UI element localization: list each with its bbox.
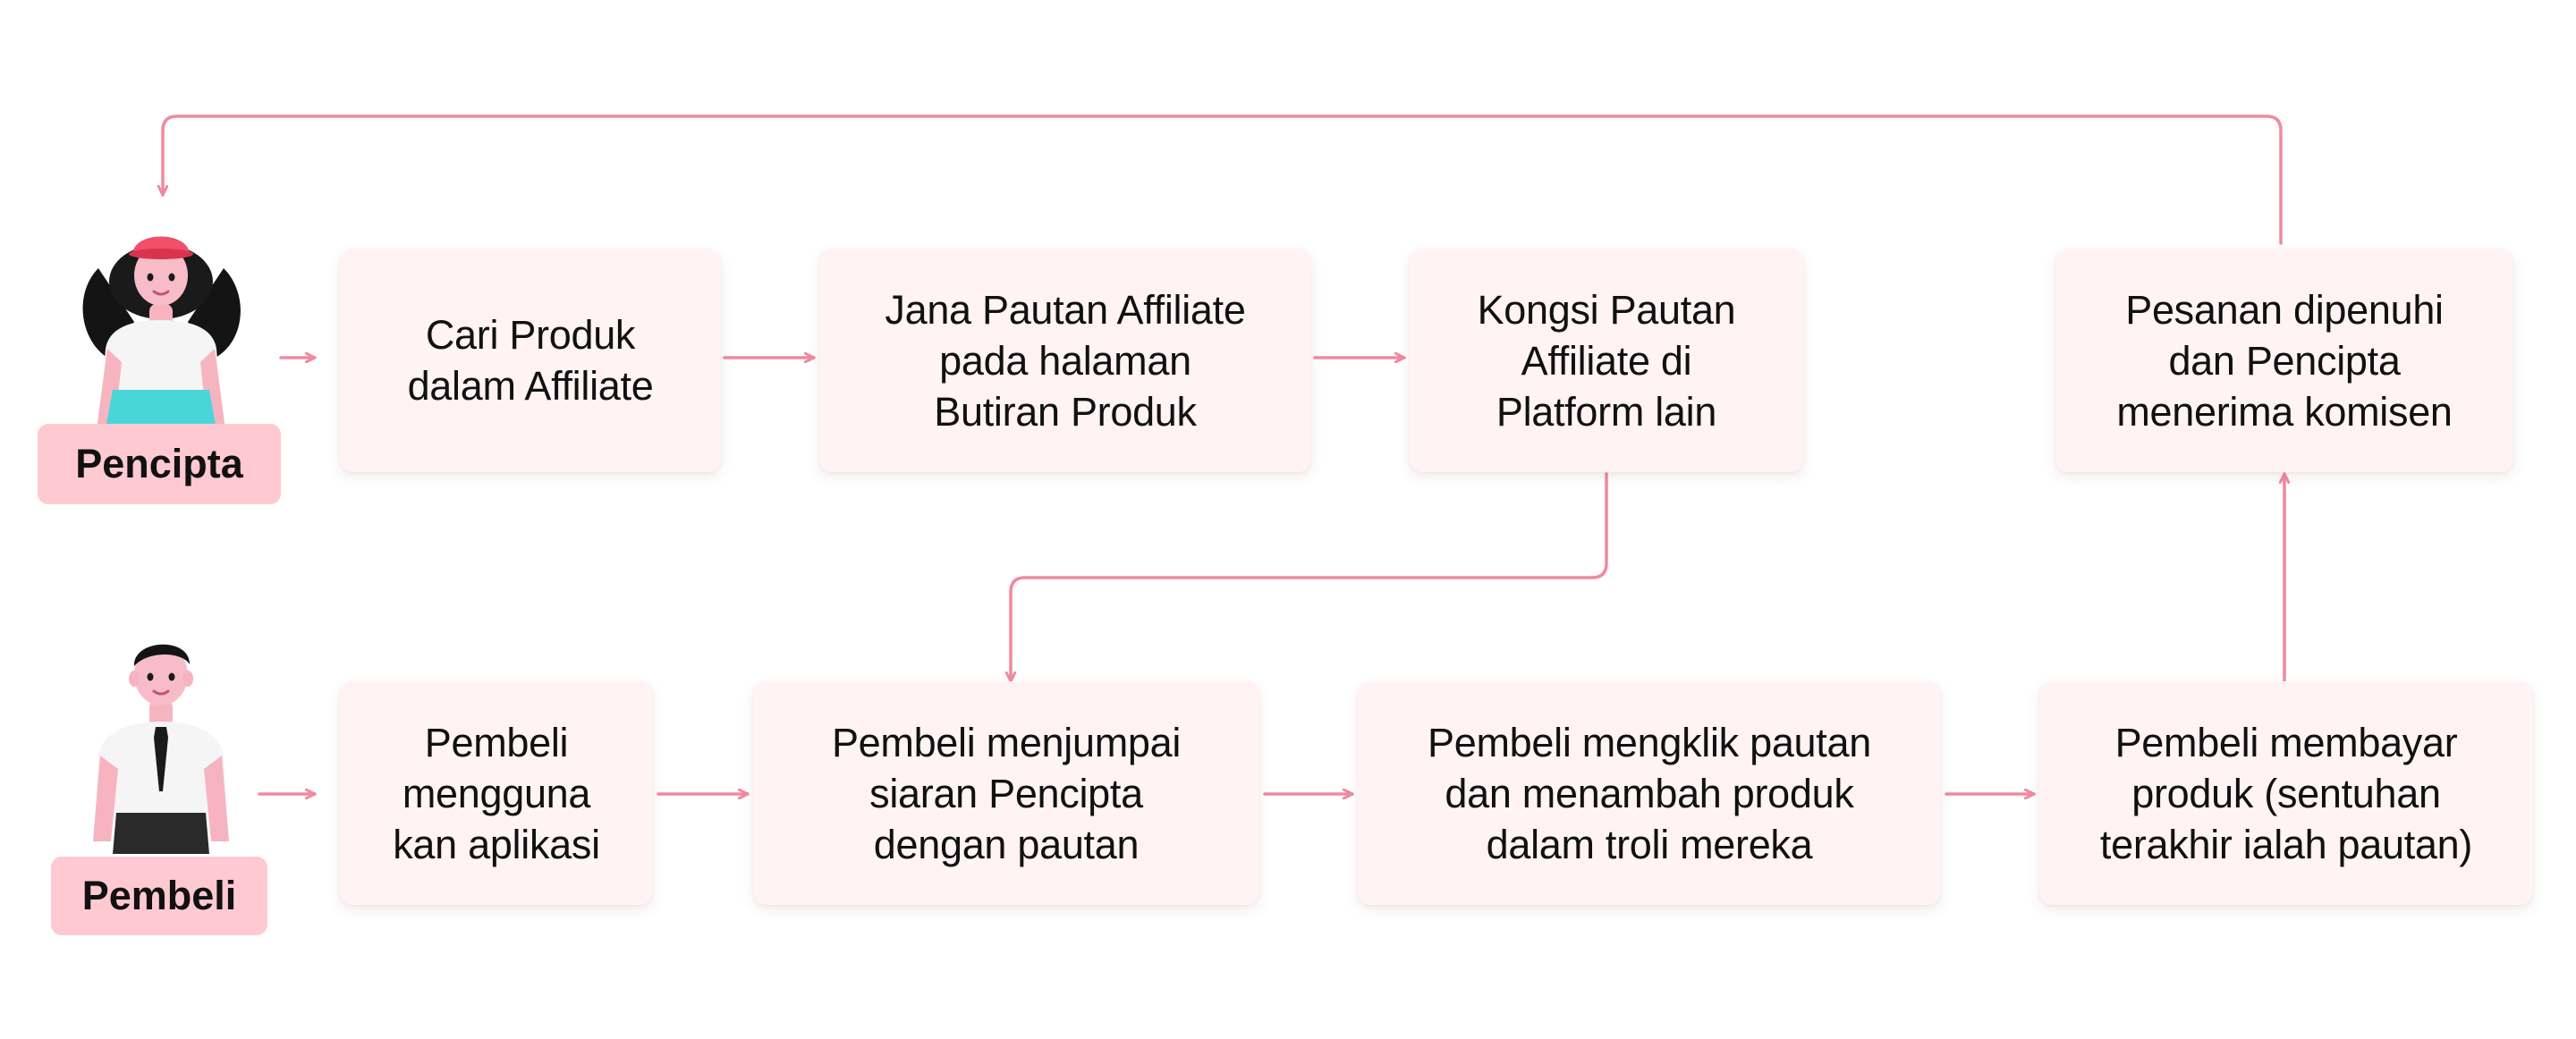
female-creator-avatar-icon (82, 236, 241, 429)
step-box-jana-pautan: Jana Pautan Affiliate pada halaman Butir… (819, 249, 1311, 472)
step-box-pembeli-membayar: Pembeli membayar produk (sentuhan terakh… (2039, 681, 2533, 905)
step-box-cari-produk: Cari Produk dalam Affiliate (340, 249, 721, 472)
step-text-kongsi-pautan: Kongsi Pautan Affiliate di Platform lain (1477, 286, 1736, 435)
step-text-pembeli-mengguna: Pembeli mengguna kan aplikasi (393, 719, 600, 867)
step-text-cari-produk: Cari Produk dalam Affiliate (407, 312, 654, 409)
step-box-kongsi-pautan: Kongsi Pautan Affiliate di Platform lain (1410, 249, 1803, 472)
step-box-pembeli-mengguna: Pembeli mengguna kan aplikasi (340, 681, 653, 905)
step-text-pembeli-membayar: Pembeli membayar produk (sentuhan terakh… (2099, 719, 2473, 867)
step-box-pembeli-mengklik: Pembeli mengklik pautan dan menambah pro… (1358, 681, 1941, 905)
step-box-pembeli-menjumpai: Pembeli menjumpai siaran Pencipta dengan… (753, 681, 1259, 905)
role-badge-pencipta: Pencipta (38, 424, 281, 504)
arrow-kongsi-to-menjumpai (1011, 472, 1608, 683)
arrow-pesanan-to-pencipta (163, 114, 2283, 245)
step-text-pembeli-mengklik: Pembeli mengklik pautan dan menambah pro… (1428, 719, 1871, 867)
role-badge-pembeli: Pembeli (51, 857, 267, 935)
step-box-pesanan-dipenuhi: Pesanan dipenuhi dan Pencipta menerima k… (2055, 249, 2513, 472)
step-text-pesanan-dipenuhi: Pesanan dipenuhi dan Pencipta menerima k… (2116, 286, 2453, 435)
step-text-jana-pautan: Jana Pautan Affiliate pada halaman Butir… (885, 286, 1246, 435)
step-text-pembeli-menjumpai: Pembeli menjumpai siaran Pencipta dengan… (831, 719, 1182, 867)
male-buyer-avatar-icon (93, 644, 229, 854)
